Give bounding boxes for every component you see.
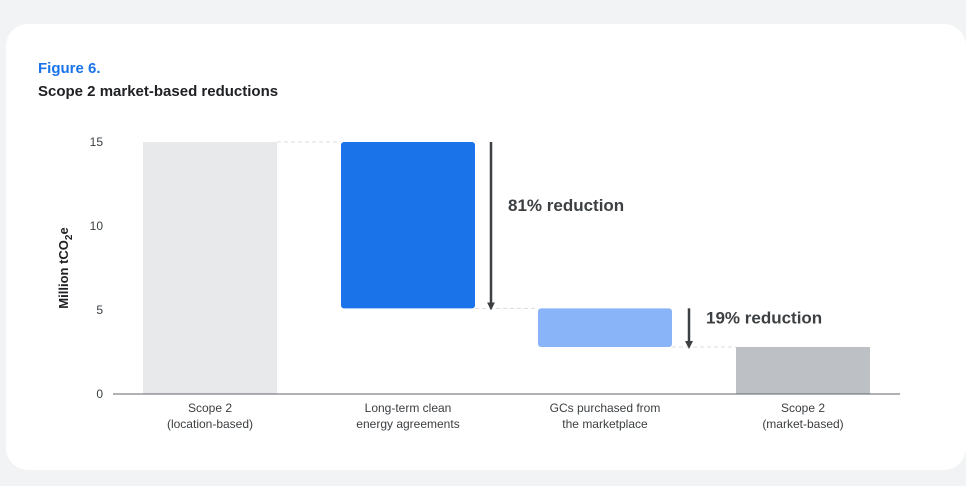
y-tick-label: 0 xyxy=(96,387,103,401)
y-tick-label: 5 xyxy=(96,303,103,317)
figure-label: Figure 6. xyxy=(38,60,101,77)
reduction-annotation: 81% reduction xyxy=(508,196,624,215)
bar xyxy=(538,308,672,347)
figure-title: Scope 2 market-based reductions xyxy=(38,83,279,100)
x-category-label: Scope 2(market-based) xyxy=(762,401,843,431)
y-tick-label: 15 xyxy=(90,135,104,149)
bar xyxy=(341,142,475,309)
x-category-label: Scope 2(location-based) xyxy=(167,401,253,431)
y-tick-label: 10 xyxy=(90,219,104,233)
bar xyxy=(143,142,277,394)
bar xyxy=(736,346,870,394)
y-axis-label: Million tCO2e xyxy=(56,227,75,308)
reduction-annotation: 19% reduction xyxy=(706,309,822,328)
